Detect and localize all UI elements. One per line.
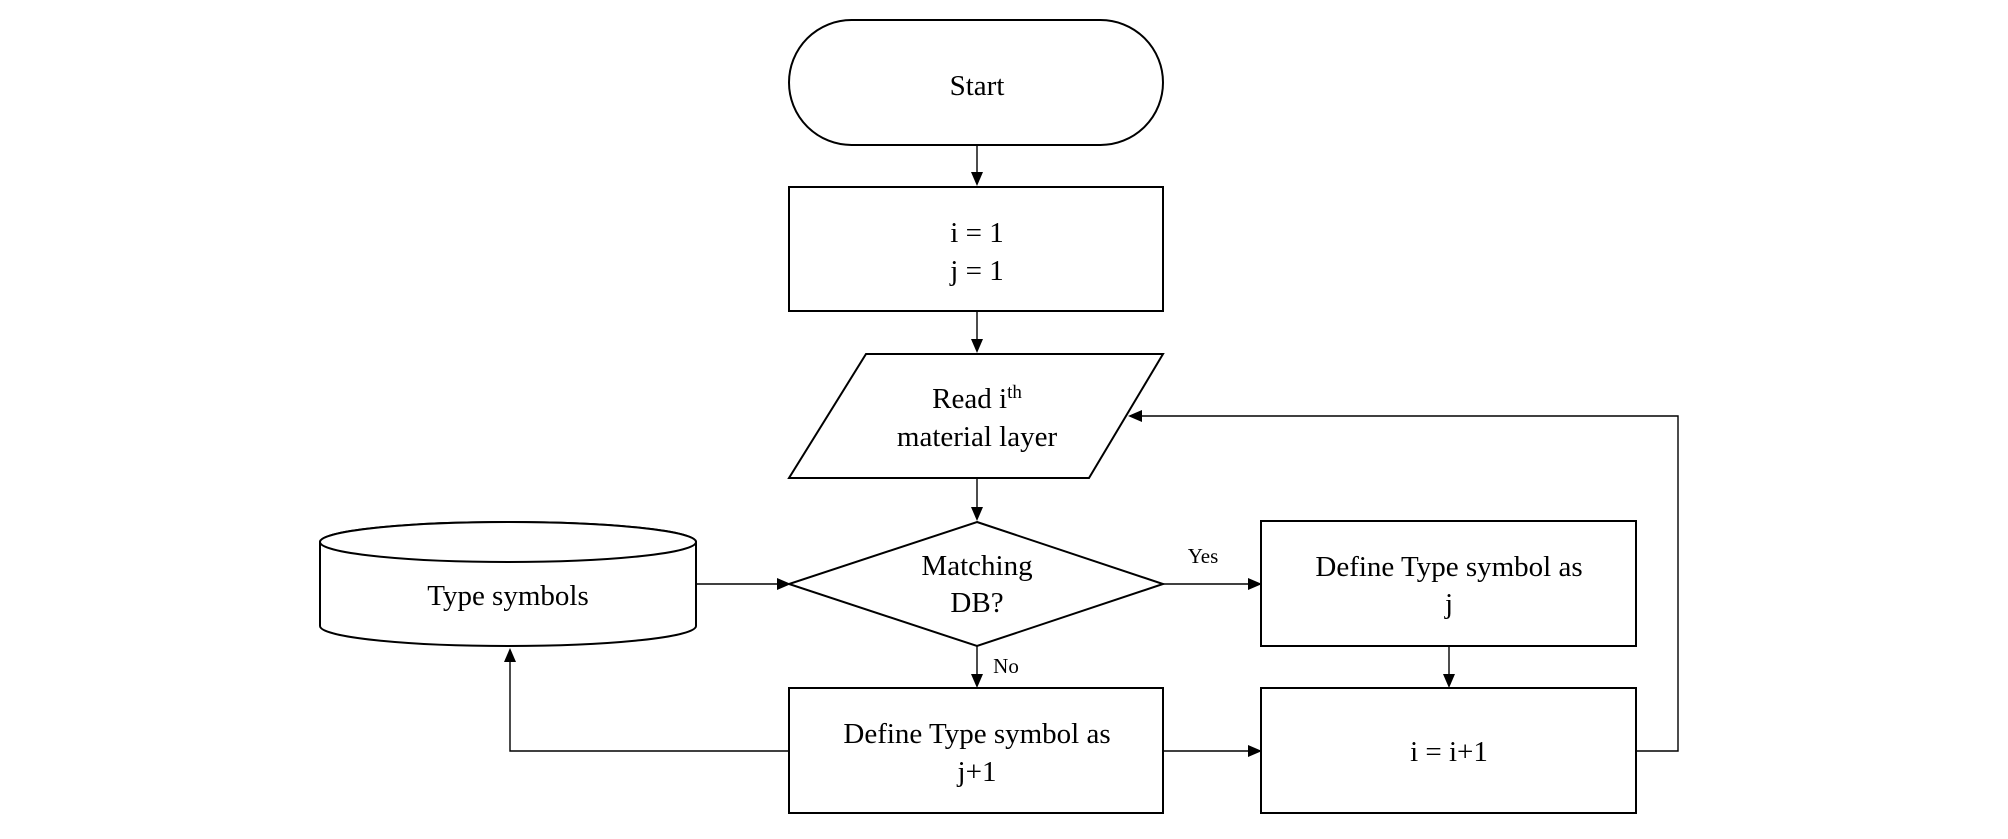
define-j-line1: Define Type symbol as (1315, 551, 1582, 583)
arrow-init-to-read (971, 311, 983, 353)
decision-node: Matching DB? (785, 520, 1167, 648)
database-label: Type symbols (427, 580, 589, 612)
decision-line2: DB? (950, 587, 1003, 619)
edge-label-no: No (993, 654, 1019, 678)
read-prefix: Read i (932, 383, 1007, 415)
define-j1-line2: j+1 (957, 756, 997, 788)
increment-node: i = i+1 (1260, 687, 1637, 814)
define-j-node: Define Type symbol as j (1260, 520, 1637, 647)
arrow-define-j-to-increment (1443, 646, 1455, 688)
arrow-database-to-decision (697, 578, 791, 590)
define-j1-line1: Define Type symbol as (843, 718, 1110, 750)
define-j1-node: Define Type symbol as j+1 (788, 687, 1164, 814)
init-node: i = 1 j = 1 (788, 186, 1164, 312)
read-node: Read ith material layer (787, 353, 1165, 479)
arrow-define-j1-to-increment (1163, 745, 1262, 757)
define-j-line2: j (1444, 588, 1453, 620)
read-superscript: th (1007, 382, 1022, 403)
arrow-read-to-decision (971, 478, 983, 521)
arrow-decision-yes (1163, 578, 1262, 590)
init-line2: j = 1 (949, 255, 1003, 287)
start-label: Start (950, 70, 1005, 102)
read-line2: material layer (897, 421, 1058, 453)
edge-label-yes: Yes (1188, 544, 1219, 568)
arrow-increment-to-read (1128, 410, 1679, 752)
increment-label: i = i+1 (1410, 736, 1488, 768)
database-node: Type symbols (319, 521, 697, 647)
arrow-define-j1-to-database (504, 648, 789, 752)
decision-line1: Matching (921, 550, 1032, 582)
start-node: Start (788, 19, 1164, 146)
arrow-start-to-init (971, 145, 983, 186)
arrow-decision-no (971, 646, 983, 688)
connectors (504, 145, 1679, 757)
read-line1: Read ith (932, 382, 1022, 415)
init-line1: i = 1 (950, 217, 1003, 249)
